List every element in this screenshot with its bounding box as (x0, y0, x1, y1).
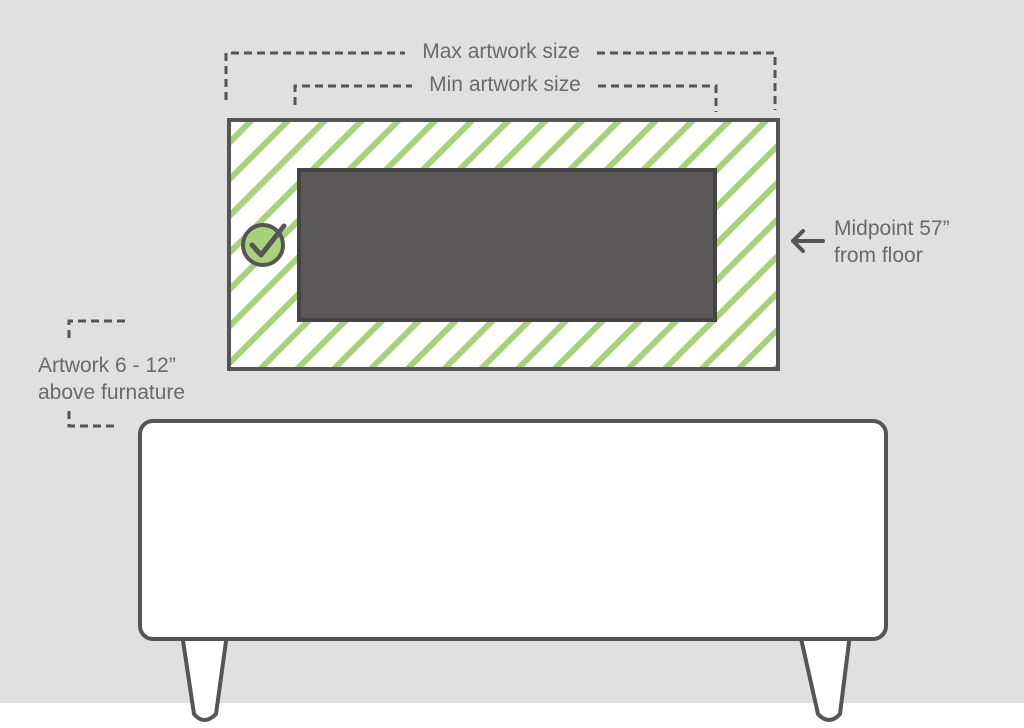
max-size-label: Max artwork size (422, 40, 580, 63)
artwork (297, 168, 717, 322)
max-size-bracket (224, 51, 777, 110)
midpoint-label-line2: from floor (834, 244, 923, 267)
gap-label-line2: above furnature (38, 381, 185, 404)
furniture-body (138, 419, 888, 641)
arrow-left-icon (791, 229, 825, 253)
check-circle-icon (241, 223, 287, 267)
min-size-bracket (293, 84, 718, 112)
gap-bracket (67, 319, 126, 428)
furniture-leg-right (798, 632, 852, 722)
midpoint-label-line1: Midpoint 57” (834, 217, 950, 240)
furniture-leg-left (180, 632, 229, 722)
min-size-label: Min artwork size (429, 73, 581, 96)
gap-label-line1: Artwork 6 - 12” (38, 354, 176, 377)
